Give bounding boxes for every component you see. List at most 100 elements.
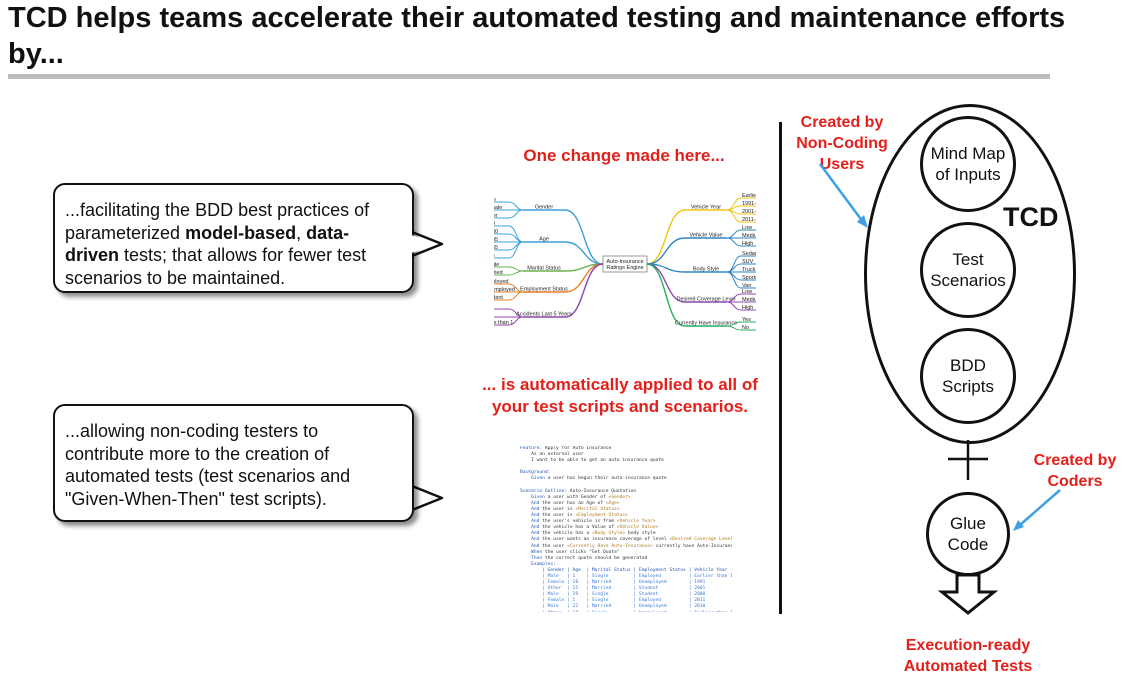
gherkin-line: And the vehicle has a Value of <Vehicle … <box>531 525 659 531</box>
gherkin-line: | Gender | Age | Marital Status | Employ… <box>520 567 732 573</box>
mind-map-leaf-line <box>508 316 524 326</box>
mind-map-branch-line <box>646 237 686 265</box>
bubble1-bold-data-driven: data-driven <box>65 222 350 266</box>
bubble1-bold-model-based: model-based <box>185 222 297 243</box>
page-title: TCD helps teams accelerate their automat… <box>8 2 1066 70</box>
mind-map-leaf-label: Yes <box>742 317 751 323</box>
mind-map-leaf-label: Student <box>494 295 503 301</box>
gherkin-parameter: <Vehicle Year> <box>616 519 656 525</box>
blue-arrow-coders-head <box>1013 520 1024 531</box>
gherkin-line: As an external user <box>520 452 584 458</box>
gherkin-line: When the user clicks "Get Quote" <box>531 549 620 555</box>
gherkin-line: | Female | 18 | Married | Unemployed | 1… <box>520 580 732 586</box>
mind-map-branch-label: Vehicle Value <box>690 233 723 239</box>
mind-map-leaf-label: More than 1 <box>494 320 513 326</box>
mind-map-leaf-label: > 65 <box>494 253 495 259</box>
down-arrow-icon <box>937 573 999 615</box>
gherkin-line: | Female | 1 | Single | Employed | 2011 … <box>520 598 732 604</box>
created-by-non-coding-label: Created by Non-Coding Users <box>796 114 888 173</box>
bubble1-text-1: ...facilitating the BDD best practices o… <box>65 200 370 243</box>
tcd-container-ellipse <box>864 104 1076 444</box>
gherkin-line: And the user is <Employment Status> <box>531 513 628 519</box>
gherkin-keyword: And <box>531 525 540 531</box>
gherkin-line: Given a user with Gender of <Gender> <box>531 494 631 500</box>
gherkin-keyword: Examples: <box>531 561 556 567</box>
bdd-scripts-node: BDD Scripts <box>920 328 1016 424</box>
mind-map-leaf-label: Married <box>494 270 503 276</box>
vertical-divider <box>779 122 782 614</box>
mind-map-branch-line <box>646 209 686 265</box>
gherkin-keyword: Feature: <box>520 446 543 451</box>
mind-map-leaf-line <box>508 209 524 219</box>
gherkin-keyword: And <box>531 537 540 543</box>
gherkin-keyword: Background: <box>520 470 551 476</box>
gherkin-line: And the user's vehicle is from <Vehicle … <box>531 519 656 525</box>
mind-map-branch-line <box>564 241 604 265</box>
mind-map-leaf-label: Low <box>742 289 752 295</box>
mind-map-branch-label: Employment Status <box>520 287 568 293</box>
gherkin-line: Background: <box>520 470 732 476</box>
glue-code-node: Glue Code <box>926 492 1010 576</box>
test-scenarios-node: Test Scenarios <box>920 222 1016 318</box>
mind-map-branch-label: Marital Status <box>527 266 561 272</box>
gherkin-line: Then the correct quote should be generat… <box>531 555 648 561</box>
gherkin-line: Given a user has begun their auto-insura… <box>531 476 667 482</box>
gherkin-line: Scenario Outline: Auto-Insurance Quotati… <box>520 488 637 494</box>
gherkin-line: Examples: <box>520 562 732 568</box>
gherkin-line: | Male | 19 | Single | Student | 2000 | <box>520 592 732 598</box>
gherkin-parameter: <Employment Status> <box>575 513 628 519</box>
mind-map-leaf-label: Medium <box>742 297 756 303</box>
title-underline <box>8 74 1050 79</box>
mind-map-node: Mind Map of Inputs <box>920 116 1016 212</box>
gherkin-keyword: And <box>531 513 540 519</box>
gherkin-line: I want to be able to get an auto insuran… <box>520 458 664 464</box>
gherkin-script: Feature: Apply for Auto Insurance As an … <box>520 446 732 612</box>
mind-map-leaf-label: Low <box>742 225 752 231</box>
mind-map-leaf-label: Single <box>494 262 499 268</box>
mind-map-leaf-label: Sports Car <box>742 275 756 281</box>
mind-map-branch-label: Desired Coverage Level <box>676 297 735 303</box>
tcd-label: TCD <box>1003 202 1059 232</box>
mind-map-leaf-line <box>508 241 524 259</box>
mind-map-leaf-label: Employed <box>494 279 508 285</box>
mind-map-leaf-line <box>508 291 524 301</box>
gherkin-parameter: <Marital Status> <box>575 506 620 512</box>
mind-map-leaf-label: Sedan <box>742 251 756 257</box>
gherkin-parameter: <Body Style> <box>591 531 626 537</box>
gherkin-keyword: And <box>531 519 540 525</box>
mind-map-leaf-label: 46-65 <box>494 245 498 251</box>
gherkin-line: | Other | 18 | Single | Unemployed | Ear… <box>520 611 732 612</box>
gherkin-keyword: And <box>531 543 540 549</box>
change-caption: One change made here... <box>523 146 725 165</box>
applied-caption: ... is automatically applied to all of y… <box>482 375 758 416</box>
gherkin-parameter: <Age> <box>605 500 620 506</box>
mind-map-leaf-line <box>726 325 742 331</box>
gherkin-line: | Other | 15 | Married | Student | 2001 … <box>520 586 732 592</box>
mind-map-leaf-label: Earlier than 1990 <box>742 193 756 199</box>
mind-map-leaf-line <box>726 301 742 311</box>
mind-map-center-label-1: Auto-Insurance <box>606 259 643 265</box>
bubble1-text-2: , <box>296 222 307 243</box>
gherkin-line: | Male | 1 | Single | Employed | Earlier… <box>520 573 732 579</box>
mind-map-leaf-label: 2011-2018 <box>742 217 756 223</box>
gherkin-line: And the user wants an insurance coverage… <box>520 537 732 543</box>
mind-map-branch-label: Vehicle Year <box>691 205 721 211</box>
mind-map-leaf-label: Other <box>494 213 498 219</box>
mind-map-branch-label: Currently Have Insurance <box>675 321 737 327</box>
execution-ready-label: Execution-ready Automated Tests <box>903 637 1033 675</box>
gherkin-parameter: <Currently Have Auto-Insurance> <box>567 543 653 549</box>
bdd-scripts-node-label: BDD Scripts <box>942 356 994 396</box>
speech-bubble-non-coding: ...allowing non-coding testers to contri… <box>53 404 414 522</box>
gherkin-keyword: Given <box>531 494 545 500</box>
mind-map-branch-label: Age <box>539 237 549 243</box>
mind-map-leaf-label: No <box>742 325 749 331</box>
gherkin-keyword: When <box>531 549 543 555</box>
mind-map-leaf-label: Female <box>494 205 502 211</box>
gherkin-keyword: Scenario Outline: <box>520 488 568 494</box>
gherkin-keyword: And <box>531 500 540 506</box>
mind-map-branch-label: Accidents Last 5 Years <box>516 312 572 318</box>
gherkin-line: And the user <Currently Have Auto-Insura… <box>531 543 732 549</box>
glue-code-node-label: Glue Code <box>947 514 989 554</box>
